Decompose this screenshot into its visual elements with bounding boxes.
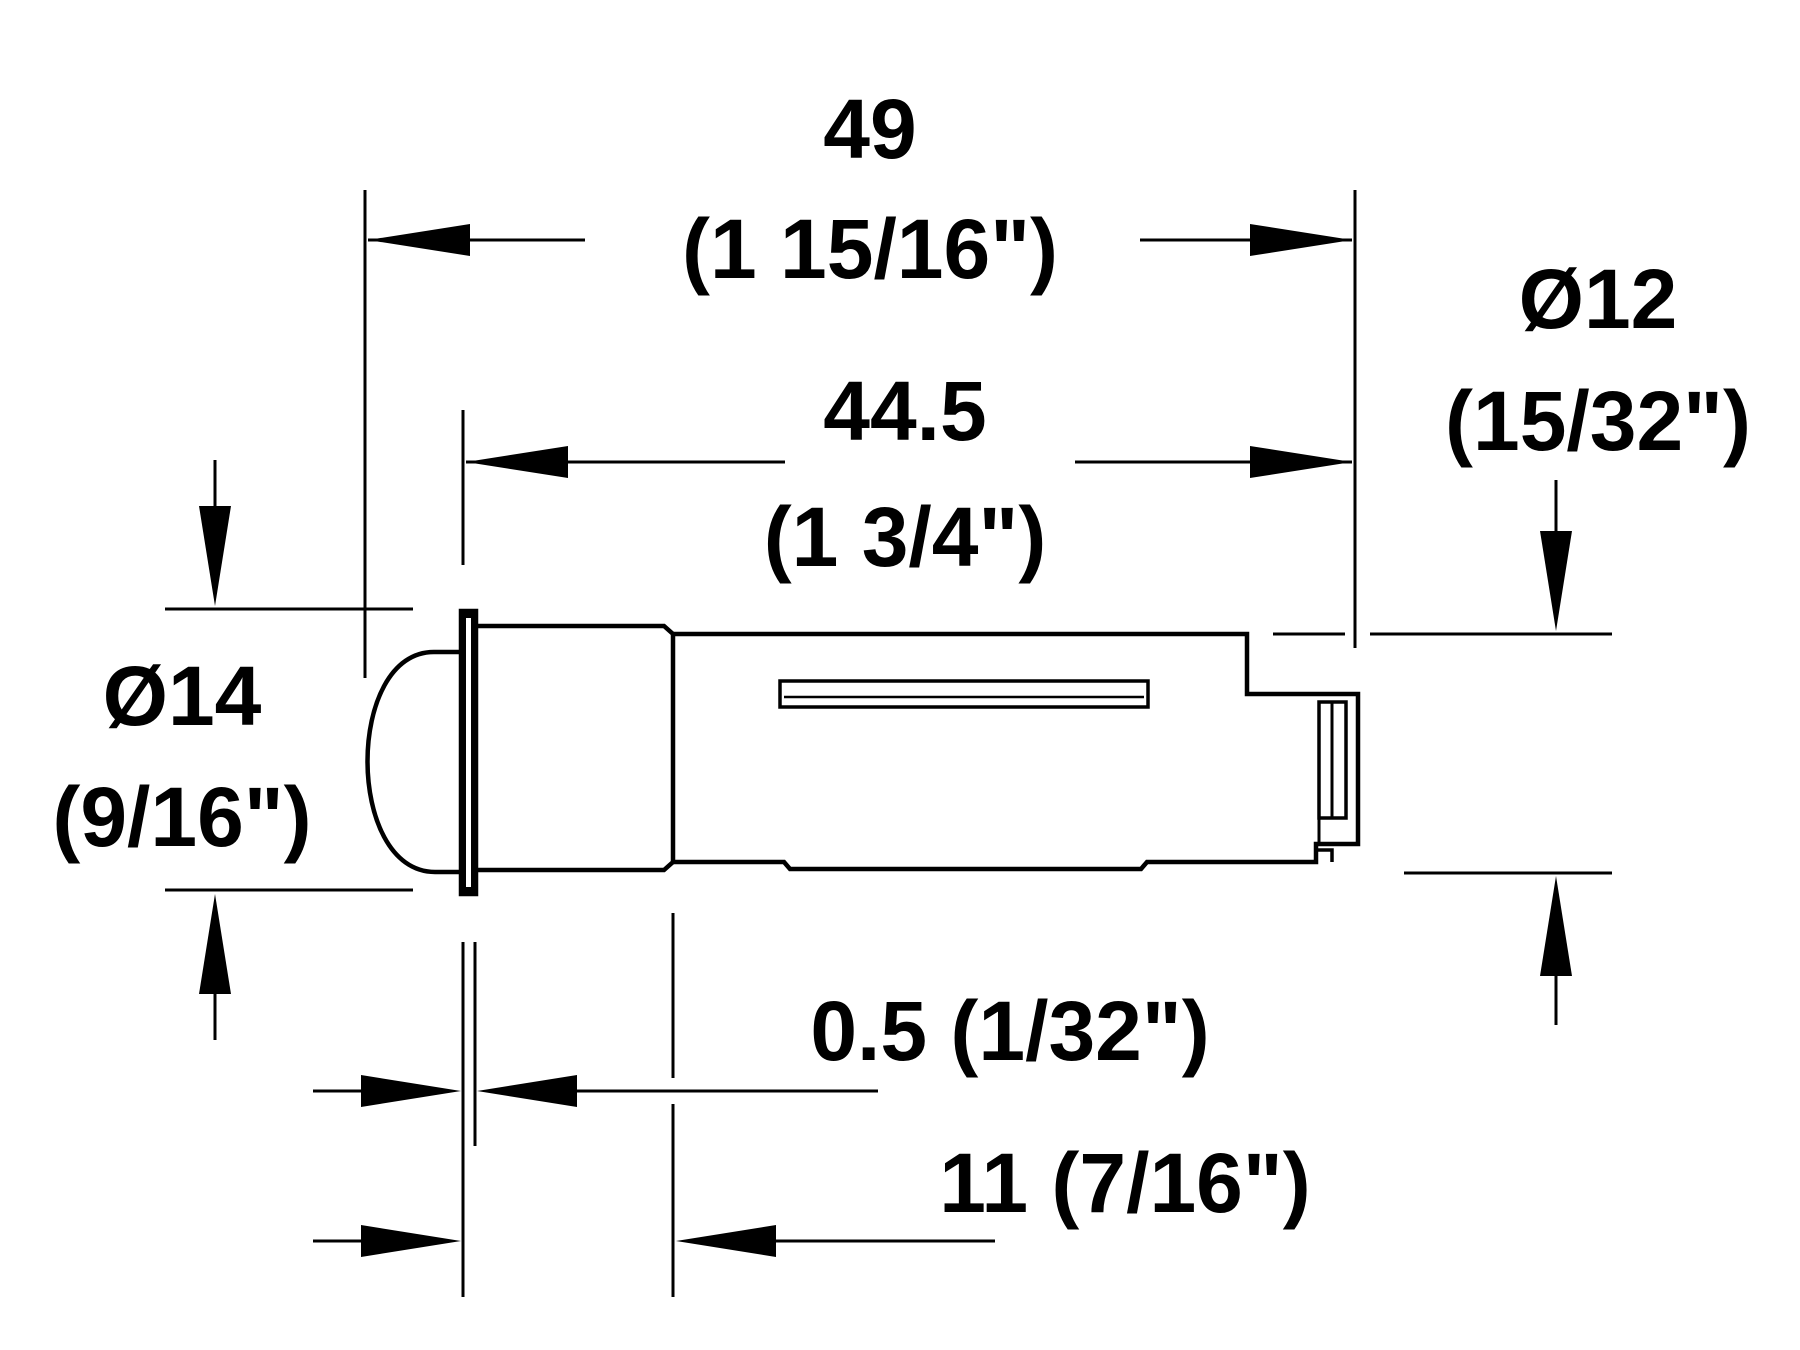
arrow-right-icon [1250,446,1352,478]
collar [476,623,676,873]
arrow-down-icon [1540,531,1572,631]
arrow-right-icon [361,1225,461,1257]
dimension-body-diameter: Ø12 (15/32") [1445,252,1751,1025]
arrow-right-icon [1250,224,1352,256]
main-body [673,631,1361,872]
arrow-left-icon [676,1225,776,1257]
arrow-left-icon [477,1075,577,1107]
push-cap [365,649,459,875]
arrow-down-icon [199,506,231,606]
dimension-cap-diameter: Ø14 (9/16") [52,460,312,1040]
arrow-up-icon [199,894,231,994]
flange-thickness-label: 0.5 (1/32") [810,984,1209,1078]
tail-clip [1317,700,1348,820]
extension-lines [165,190,1612,1297]
arrow-left-icon [466,446,568,478]
dimension-body-length: 44.5 (1 3/4") [466,364,1352,584]
body-length-metric: 44.5 [823,364,987,458]
collar-length-label: 11 (7/16") [939,1136,1310,1230]
cap-diameter-metric: Ø14 [103,649,262,743]
body-diameter-imperial: (15/32") [1445,374,1751,468]
overall-length-imperial: (1 15/16") [682,202,1058,296]
slot-window [778,679,1150,709]
dimension-flange-thickness: 0.5 (1/32") [313,984,1210,1107]
dimension-overall-length: 49 (1 15/16") [368,82,1352,296]
dimension-collar-length: 11 (7/16") [313,1136,1311,1257]
tail-latch [1314,844,1334,862]
arrow-up-icon [1540,876,1572,976]
body-diameter-metric: Ø12 [1519,252,1678,346]
arrow-left-icon [368,224,470,256]
overall-length-metric: 49 [823,82,916,176]
body-length-imperial: (1 3/4") [764,490,1047,584]
cap-diameter-imperial: (9/16") [52,770,311,864]
part-outline [365,608,1361,897]
arrow-right-icon [361,1075,461,1107]
